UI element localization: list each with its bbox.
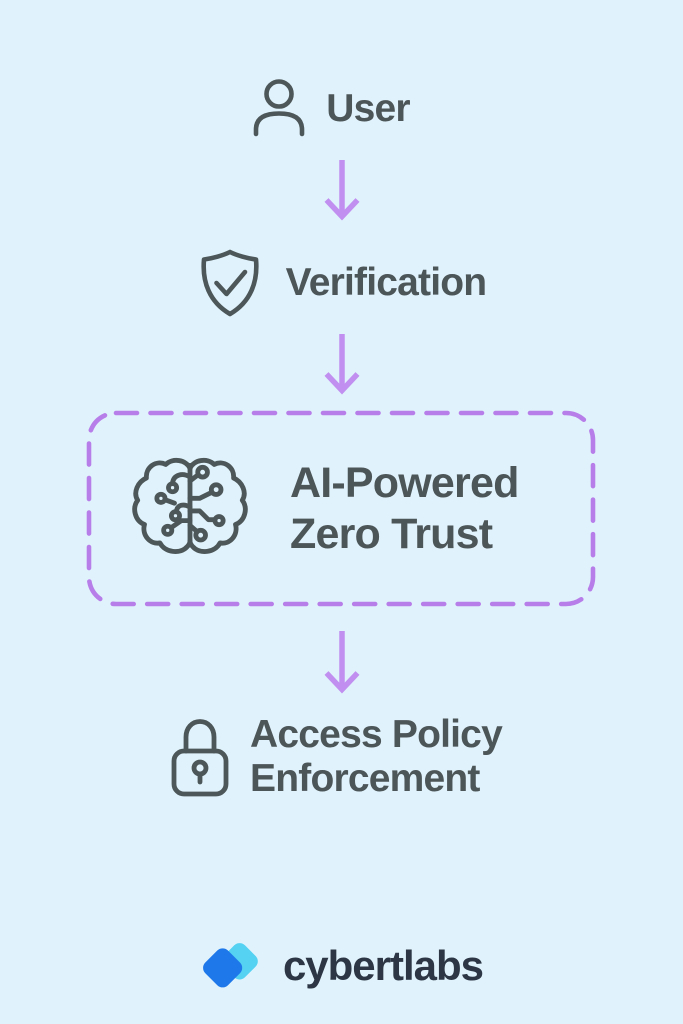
arrow-down-icon <box>323 631 360 694</box>
step-label-ai-zero-trust: AI-Powered Zero Trust <box>290 458 519 559</box>
access-label-line1: Access Policy <box>250 713 503 757</box>
flow-step-user: User <box>0 76 670 142</box>
brand-footer: cybertlabs <box>0 934 683 998</box>
flow-step-verification: Verification <box>0 246 683 320</box>
ai-label-line1: AI-Powered <box>290 459 519 508</box>
ai-label-line2: Zero Trust <box>290 509 493 558</box>
step-label-verification: Verification <box>285 261 487 305</box>
cybertlabs-logo-mark <box>203 943 258 988</box>
flow-step-access-policy: Access Policy Enforcement <box>0 712 677 802</box>
shield-check-icon <box>201 249 259 317</box>
access-label-line2: Enforcement <box>250 757 480 800</box>
dashed-border <box>86 410 596 607</box>
lock-icon <box>171 719 229 797</box>
arrow-down-icon <box>323 160 360 221</box>
brain-circuit-icon <box>132 457 248 554</box>
step-label-access-policy: Access Policy Enforcement <box>250 713 503 800</box>
user-icon <box>253 79 305 137</box>
flow-step-ai-zero-trust: AI-Powered Zero Trust <box>86 410 596 607</box>
step-label-user: User <box>326 87 410 131</box>
cybertlabs-logo-text: cybertlabs <box>282 942 484 989</box>
arrow-down-icon <box>323 334 360 395</box>
